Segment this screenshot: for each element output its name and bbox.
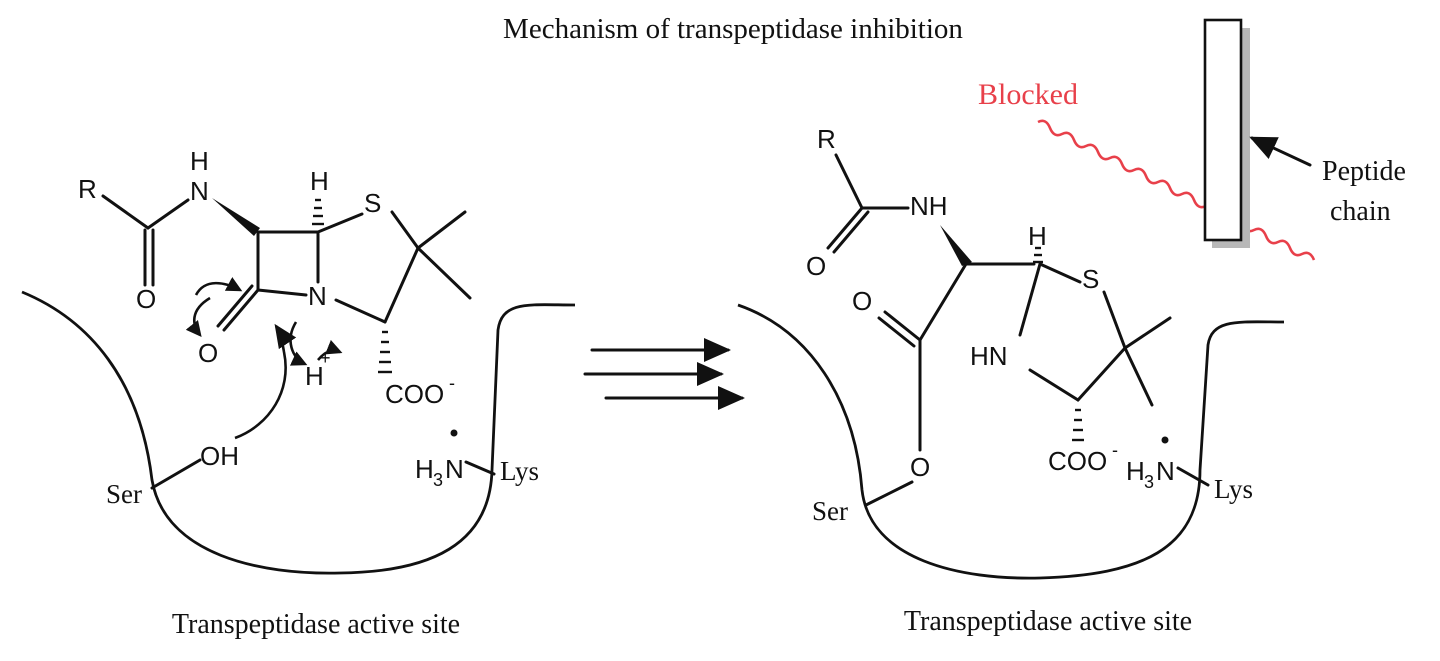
- left-sulfur: S: [364, 188, 381, 218]
- right-bond: [1038, 262, 1082, 284]
- right-bond: [877, 316, 916, 348]
- reaction-arrows: [583, 338, 745, 410]
- left-ser-label: Ser: [106, 479, 142, 509]
- right-ammonium-h: H: [1126, 456, 1145, 486]
- left-carboxylate: COO: [385, 379, 444, 409]
- right-carboxylate-charge: -: [1112, 440, 1118, 460]
- left-bond: [146, 198, 190, 230]
- right-ser-label: Ser: [812, 496, 848, 526]
- right-ammonium-dot: [1161, 436, 1169, 444]
- left-bond: [216, 284, 254, 328]
- left-lactam-oxygen: O: [198, 338, 218, 368]
- right-lys-bond: [1176, 466, 1210, 487]
- right-bond: [1028, 368, 1080, 402]
- left-methyl: [416, 246, 472, 300]
- right-ammonium-n: N: [1156, 456, 1175, 486]
- left-carbonyl-oxygen: O: [136, 284, 156, 314]
- right-sulfur: S: [1082, 264, 1099, 294]
- left-bond: [390, 210, 420, 250]
- right-bond: [918, 262, 968, 342]
- right-active-site-pocket: [737, 303, 1285, 580]
- left-hash-bond: [312, 198, 324, 226]
- right-panel: R NH O O O Ser H S HN: [737, 18, 1406, 637]
- left-active-site-pocket: [21, 290, 576, 575]
- right-carboxylate: COO: [1048, 446, 1107, 476]
- right-ester-oxygen: O: [852, 286, 872, 316]
- left-lys-bond: [464, 460, 496, 476]
- left-bond: [256, 288, 308, 297]
- blocked-label: Blocked: [978, 78, 1078, 111]
- diagram-title: Mechanism of transpeptidase inhibition: [503, 13, 963, 45]
- right-hash-coo: [1072, 408, 1084, 442]
- right-hash-bond: [1033, 246, 1043, 264]
- blocked-wavy-line: [1037, 119, 1316, 261]
- left-bond: [383, 246, 420, 324]
- left-proton-charge: +: [320, 348, 331, 368]
- left-bond: [222, 288, 260, 332]
- left-wedge-bond: [212, 198, 260, 236]
- left-carboxylate-charge: -: [449, 373, 455, 393]
- left-nucleophilic-arrow: [234, 323, 297, 440]
- right-bond: [883, 310, 922, 342]
- right-methyl: [1123, 346, 1154, 407]
- right-top-h: H: [1028, 221, 1047, 251]
- left-lys-label: Lys: [500, 456, 539, 486]
- left-amide-n: N: [190, 176, 209, 206]
- left-electron-arrow: [194, 277, 243, 296]
- right-bond: [1102, 290, 1127, 350]
- left-ammonium-n: N: [445, 454, 464, 484]
- right-ser-bond: [864, 480, 914, 507]
- peptide-label-line1: Peptide: [1322, 156, 1406, 187]
- left-amide-h: H: [190, 146, 209, 176]
- left-panel: R O H N N O H S: [21, 146, 576, 640]
- peptide-pointer-arrow: [1249, 136, 1312, 167]
- left-r-group: R: [78, 174, 97, 204]
- left-ammonium-dot: [450, 429, 458, 437]
- left-methyl: [416, 210, 467, 250]
- right-nh: NH: [910, 191, 948, 221]
- right-hn: HN: [970, 341, 1008, 371]
- right-link-oxygen: O: [910, 452, 930, 482]
- left-hash-coo: [378, 330, 392, 374]
- right-bond: [1018, 262, 1042, 337]
- left-electron-arrow: [317, 339, 343, 361]
- left-ser-bond: [150, 458, 202, 490]
- left-ammonium-h: H: [415, 454, 434, 484]
- right-methyl: [1123, 316, 1172, 350]
- right-bond: [834, 153, 864, 210]
- left-electron-arrow: [289, 321, 308, 366]
- right-caption: Transpeptidase active site: [904, 606, 1192, 637]
- left-electron-arrow: [185, 296, 211, 338]
- peptide-label-line2: chain: [1330, 196, 1391, 227]
- left-caption: Transpeptidase active site: [172, 609, 460, 640]
- peptide-chain-bar: [1203, 18, 1243, 242]
- left-top-h: H: [310, 166, 329, 196]
- left-hydroxyl: OH: [200, 441, 239, 471]
- right-bond: [826, 206, 864, 250]
- left-proton: H: [305, 361, 324, 391]
- right-ammonium-sub: 3: [1144, 472, 1154, 492]
- left-bond: [101, 194, 150, 230]
- left-ring-nitrogen: N: [308, 281, 327, 311]
- right-bond: [1076, 346, 1127, 402]
- left-bond: [334, 298, 387, 324]
- right-lys-label: Lys: [1214, 474, 1253, 504]
- right-carbonyl-oxygen: O: [806, 251, 826, 281]
- left-bond: [316, 212, 364, 234]
- right-bond: [832, 210, 870, 254]
- right-r-group: R: [817, 124, 836, 154]
- left-ammonium-sub: 3: [433, 470, 443, 490]
- right-wedge-bond: [940, 225, 972, 266]
